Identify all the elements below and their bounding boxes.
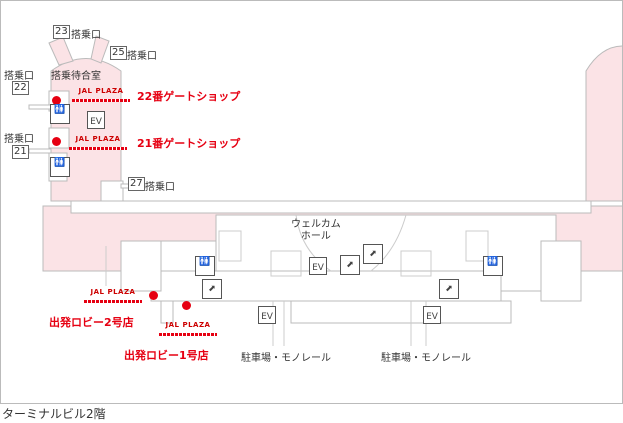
map-title: ターミナルビル2階 bbox=[2, 407, 106, 421]
restroom-icon: 🚻 bbox=[483, 256, 503, 276]
shop-location-marker bbox=[149, 291, 158, 300]
gate-21-number: 21 bbox=[12, 145, 29, 159]
escalator-icon: ⬈ bbox=[439, 279, 459, 299]
shop-location-marker bbox=[52, 137, 61, 146]
waiting-room-label: 搭乗待合室 bbox=[51, 71, 101, 82]
jal-plaza-logo: JAL PLAZA bbox=[159, 321, 217, 337]
floor-plan-shapes bbox=[28, 35, 622, 346]
gate-22-label: 搭乗口 bbox=[4, 71, 34, 82]
jal-plaza-logo: JAL PLAZA bbox=[72, 87, 130, 103]
parking-monorail-label: 駐車場・モノレール bbox=[381, 353, 471, 364]
elevator-icon: EV bbox=[258, 306, 276, 324]
gate-25-number: 25 bbox=[110, 46, 127, 60]
restroom-icon: 🚻 bbox=[50, 157, 70, 177]
elevator-icon: EV bbox=[87, 111, 105, 129]
shop-location-marker bbox=[52, 96, 61, 105]
shop-21-gate[interactable]: 21番ゲートショップ bbox=[137, 137, 241, 150]
shop-departure-lobby-1[interactable]: 出発ロビー1号店 bbox=[124, 349, 209, 362]
gate-27-label: 搭乗口 bbox=[145, 182, 175, 193]
floor-map: 23 搭乗口 25 搭乗口 搭乗口 22 搭乗口 21 27 搭乗口 搭乗待合室… bbox=[0, 0, 623, 404]
gate-27-number: 27 bbox=[128, 177, 145, 191]
restroom-icon: 🚻 bbox=[50, 104, 70, 124]
welcome-hall-label: ウェルカム ホール bbox=[291, 219, 341, 242]
gate-21-label: 搭乗口 bbox=[4, 134, 34, 145]
restroom-icon: 🚻 bbox=[195, 256, 215, 276]
gate-25-label: 搭乗口 bbox=[127, 51, 157, 62]
gate-22-number: 22 bbox=[12, 81, 29, 95]
jal-plaza-logo: JAL PLAZA bbox=[84, 288, 142, 304]
elevator-icon: EV bbox=[423, 306, 441, 324]
shop-22-gate[interactable]: 22番ゲートショップ bbox=[137, 90, 241, 103]
elevator-icon: EV bbox=[309, 257, 327, 275]
parking-monorail-label: 駐車場・モノレール bbox=[241, 353, 331, 364]
shop-departure-lobby-2[interactable]: 出発ロビー2号店 bbox=[49, 316, 134, 329]
gate-23-number: 23 bbox=[53, 25, 70, 39]
gate-23-label: 搭乗口 bbox=[71, 30, 101, 41]
shop-location-marker bbox=[182, 301, 191, 310]
escalator-icon: ⬈ bbox=[340, 255, 360, 275]
escalator-icon: ⬈ bbox=[363, 244, 383, 264]
jal-plaza-logo: JAL PLAZA bbox=[69, 135, 127, 151]
escalator-icon: ⬈ bbox=[202, 279, 222, 299]
